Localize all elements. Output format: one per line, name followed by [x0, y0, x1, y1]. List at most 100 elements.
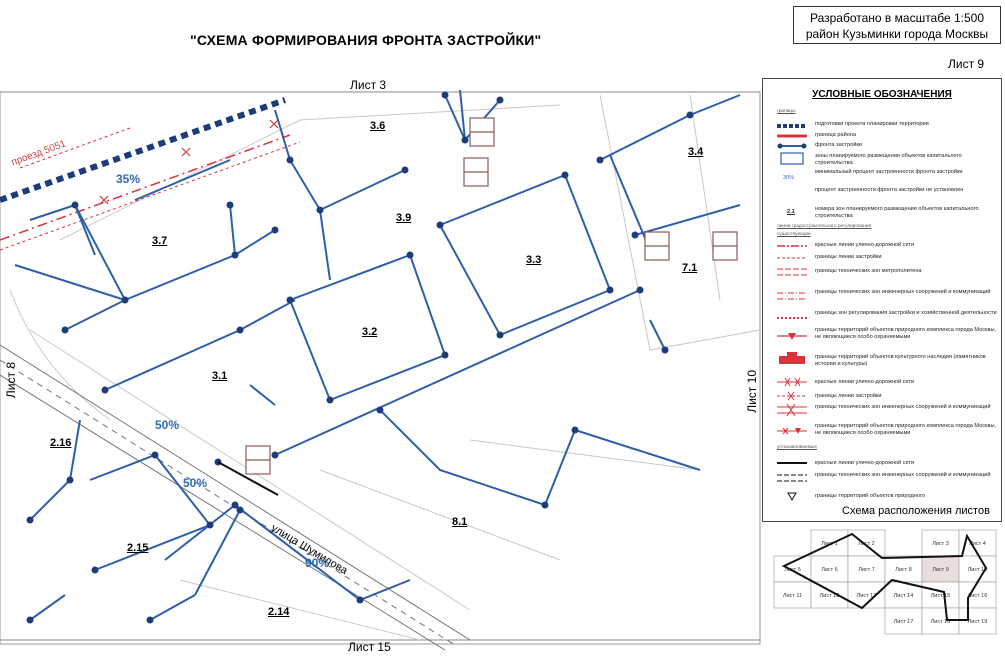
- legend-subhead: существующие: [777, 232, 811, 237]
- sheet-cell-label: Лист 7: [858, 567, 875, 573]
- legend-symbol: [777, 317, 807, 319]
- legend-item: минимальный процент застроенности фронта…: [815, 169, 963, 175]
- legend-symbol: [779, 352, 805, 364]
- sheet-label-bottom: Лист 15: [348, 640, 391, 654]
- zone-label: 2.15: [127, 542, 149, 554]
- legend-subhead: устанавливаемые: [777, 445, 818, 450]
- scale-stamp: Разработано в масштабе 1:500 район Кузьм…: [793, 6, 1001, 44]
- zone-label: 7.1: [682, 262, 698, 274]
- percent-label: 50%: [183, 476, 208, 490]
- sheet-cell-label: Лист 18: [931, 619, 951, 625]
- sheet-cell: [810, 581, 849, 609]
- sheet-cell-label: Лист 2: [858, 541, 875, 547]
- sheet-cell: [810, 555, 849, 583]
- sheet-cell: [958, 581, 997, 609]
- percent-label: 90%: [305, 556, 330, 570]
- legend-panel: УСЛОВНЫЕ ОБОЗНАЧЕНИЯ границы подготовки …: [762, 78, 1002, 522]
- legend-subhead: границы: [777, 109, 796, 114]
- legend-subhead: линии градостроительного регулирования: [777, 224, 872, 229]
- sheet-cell-label: Лист 10: [968, 567, 988, 573]
- sheet-cell-label: Лист 11: [783, 593, 802, 599]
- legend-item: границы технических зон метрополитена: [815, 268, 922, 274]
- legend-item: границы территорий объектов природного: [815, 493, 925, 499]
- legend-item: номера зон планируемого размещения объек…: [815, 206, 979, 219]
- legend-symbol: [777, 292, 807, 300]
- legend-item: подготовки проекта планировки территории: [815, 121, 929, 127]
- basemap: [0, 91, 761, 645]
- sheet-cell-label: Лист 17: [894, 619, 914, 625]
- legend-pct-sample: 30%: [783, 175, 795, 181]
- red-lines: [0, 127, 301, 251]
- sheet-cell-label: Лист 14: [894, 593, 914, 599]
- legend-symbol: [777, 474, 807, 482]
- sheet-cell-label: Лист 3: [932, 541, 949, 547]
- cross-marks: [99, 119, 279, 205]
- sheet-cell: [773, 581, 812, 609]
- legend-title: УСЛОВНЫЕ ОБОЗНАЧЕНИЯ: [812, 89, 952, 100]
- legend-item: границы технических зон инженерных соору…: [815, 289, 991, 295]
- zone-label: 3.2: [362, 326, 378, 338]
- sheet-cell-label: Лист 16: [968, 593, 988, 599]
- sheet-cell: [921, 555, 960, 583]
- legend-symbol: [777, 333, 807, 340]
- legend-symbol: [777, 462, 807, 464]
- zone-label: 3.7: [152, 235, 168, 247]
- sheet-cell: [847, 555, 886, 583]
- zone-label: 2.14: [268, 606, 290, 618]
- legend-symbol: [777, 427, 807, 435]
- zone-label: 3.3: [526, 254, 542, 266]
- percent-label: 35%: [116, 172, 141, 186]
- legend-item: границы технических зон инженерных соору…: [815, 472, 991, 478]
- district-outline: [781, 532, 988, 621]
- street-shumilova: [0, 344, 471, 651]
- percent-label: 50%: [155, 418, 180, 432]
- sheet-cell-label: Лист 6: [821, 567, 838, 573]
- legend-item: зоны планируемого размещения объектов ка…: [815, 153, 962, 166]
- sheet-cell-label: Лист 8: [895, 567, 912, 573]
- legend-item: красные линии улично-дорожной сети: [815, 379, 915, 385]
- legend-symbol: [777, 268, 807, 276]
- legend-item: фронта застройки: [815, 142, 863, 148]
- sheet-cell: [847, 529, 886, 557]
- legend-item: границы территорий объектов культурного …: [815, 354, 986, 367]
- legend-symbol: [777, 257, 807, 259]
- zone-label: 3.6: [370, 120, 386, 132]
- sheet-cell-label: Лист 9: [932, 567, 949, 573]
- sheet-cell-label: Лист 13: [857, 593, 877, 599]
- sheet-cell-label: Лист 19: [968, 619, 988, 625]
- zone-label: 3.4: [688, 146, 704, 158]
- legend-item: границы территорий объектов природного к…: [815, 327, 997, 340]
- legend-item: границы зон регулирования застройки и хо…: [815, 310, 997, 316]
- stamp-line-1: Разработано в масштабе 1:500: [809, 11, 985, 25]
- zone-label: 2.16: [50, 437, 72, 449]
- legend-symbol: [777, 403, 807, 417]
- legend-symbol: [777, 391, 807, 401]
- sheet-number: Лист 9: [948, 57, 985, 71]
- legend-item: граница района: [815, 132, 857, 138]
- legend-item: красные линии улично-дорожной сети: [815, 460, 915, 466]
- street-red-line-segment: [217, 461, 279, 496]
- legend-symbol: [777, 134, 807, 138]
- legend-symbol: [787, 492, 797, 502]
- legend-symbol: [777, 143, 807, 149]
- legend-symbol: [777, 245, 807, 247]
- sheet-scheme-title: Схема расположения листов: [842, 505, 990, 517]
- sheet-label-top: Лист 3: [350, 78, 387, 92]
- sheet-cell: [958, 555, 997, 583]
- zone-label: 8.1: [452, 516, 468, 528]
- sheet-cell-label: Лист 12: [820, 593, 840, 599]
- legend-item: границы линии застройки: [815, 254, 882, 260]
- zone-label: 3.9: [396, 212, 412, 224]
- sheet-label-right: Лист 10: [745, 370, 759, 413]
- legend-symbol: [777, 124, 807, 128]
- sheet-cell: [921, 529, 960, 557]
- sheet-cell-label: Лист 4: [969, 541, 986, 547]
- legend-item: процент застроенности фронта застройки н…: [815, 187, 964, 193]
- sheet-label-left: Лист 8: [4, 362, 18, 399]
- district-boundary: [0, 97, 286, 203]
- legend-num-sample: 2.1: [787, 209, 795, 215]
- stamp-line-2: район Кузьминки города Москвы: [805, 27, 989, 41]
- sheet-cell: [884, 607, 923, 635]
